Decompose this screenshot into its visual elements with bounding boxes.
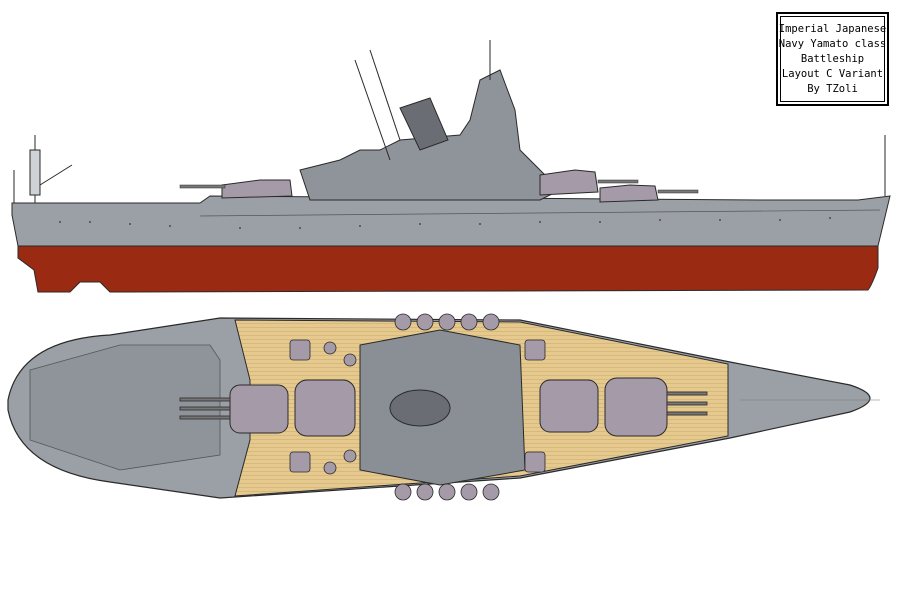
aft-main-turret bbox=[221, 179, 293, 199]
fwd-turret-2 bbox=[539, 169, 599, 196]
funnel-top bbox=[389, 389, 451, 427]
secondary-mounts bbox=[289, 313, 546, 501]
funnel bbox=[399, 97, 449, 151]
hull-upper-gray bbox=[11, 195, 891, 247]
main-guns-top bbox=[179, 391, 708, 420]
caption-line-2: Navy Yamato class bbox=[778, 37, 887, 50]
top-down-view bbox=[7, 313, 880, 501]
stern-crane bbox=[13, 135, 73, 203]
portholes bbox=[59, 217, 831, 229]
main-turrets-top bbox=[229, 377, 668, 437]
hull-lower-red bbox=[17, 245, 879, 293]
aft-turret-guns bbox=[179, 184, 226, 189]
side-profile-view bbox=[11, 40, 891, 293]
hull-deck-line bbox=[199, 209, 881, 217]
caption-line-4: Layout C Variant bbox=[781, 67, 884, 80]
caption-line-1: Imperial Japanese bbox=[778, 22, 887, 35]
fwd-turret-1 bbox=[599, 184, 659, 203]
caption-line-3: Battleship bbox=[800, 52, 865, 65]
title-caption-box: Imperial Japanese Navy Yamato class Batt… bbox=[776, 12, 889, 106]
caption-line-5: By TZoli bbox=[807, 82, 858, 95]
